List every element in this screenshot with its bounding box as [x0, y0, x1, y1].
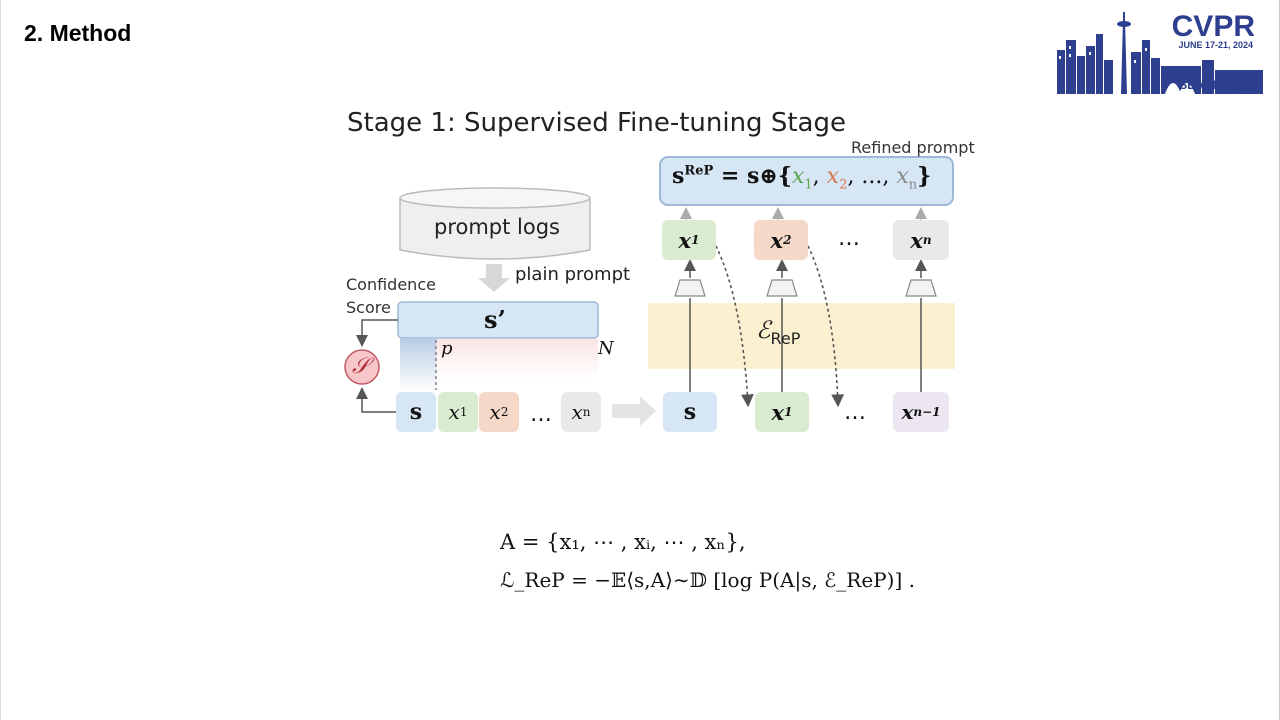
plain-prompt-label: plain prompt [515, 264, 631, 285]
out-x1-sub: 1 [691, 233, 700, 247]
score-label: Score [346, 298, 391, 317]
plain-prompt-arrow [478, 264, 510, 292]
logo-city-text: SEATTLE, WA [1179, 78, 1259, 92]
p-label: p [441, 338, 453, 359]
in-xn1-var: x [901, 400, 914, 424]
logo-date-text: JUNE 17-21, 2024 [1178, 40, 1253, 50]
encoder-block [648, 303, 955, 369]
equation-line-2: ℒ_ReP = −𝔼⟨s,A⟩∼𝔻 [log P(A|s, ℰ_ReP)] . [500, 568, 915, 592]
refined-eq: = s⊕{ [713, 163, 792, 189]
out-x1-var: x [678, 227, 692, 253]
refined-prompt-formula: sReP = s⊕{x1, x2, ..., xn} [672, 163, 932, 193]
prompt-logs-database [399, 187, 591, 260]
refined-x2: x [826, 164, 840, 189]
seq-x2-sub: 2 [500, 405, 509, 419]
slide-title: 2. Method [24, 20, 132, 46]
seq-x2-var: x [489, 400, 501, 424]
slide-left-border [0, 0, 1, 720]
refined-close: } [917, 163, 932, 189]
confidence-label: Confidence [346, 275, 436, 294]
out-xn-sub: n [922, 233, 932, 247]
out-dots: … [838, 226, 860, 251]
n-label: N [598, 338, 614, 359]
seq-xn-var: x [571, 400, 583, 424]
score-symbol: 𝒮 [352, 354, 370, 379]
stage-title: Stage 1: Supervised Fine-tuning Stage [347, 108, 846, 138]
refined-x2-sub: 2 [839, 177, 848, 193]
in-s-token: s [663, 392, 717, 432]
refined-xn: x [896, 164, 909, 189]
seq-dots: … [530, 402, 552, 427]
refined-xn-sub: n [908, 177, 918, 193]
prompt-logs-label: prompt logs [434, 215, 560, 239]
in-x1-sub: 1 [784, 405, 793, 419]
out-x2-sub: 2 [783, 233, 792, 247]
seq-x1-var: x [448, 400, 460, 424]
encoder-label: ℰReP [756, 316, 800, 348]
out-x2-var: x [770, 227, 784, 253]
refined-prompt-label: Refined prompt [851, 138, 975, 157]
sequence-transfer-arrow [612, 396, 656, 426]
seq-xn-sub: n [582, 405, 591, 419]
equation-line-1: A = {x₁, ⋯ , xᵢ, ⋯ , xₙ}, [500, 530, 746, 554]
encoder-sub: ReP [770, 328, 801, 348]
confidence-score-circle [344, 349, 380, 385]
in-dots: … [844, 400, 866, 425]
refined-s: s [672, 163, 685, 189]
encoder-symbol: ℰ [756, 316, 771, 344]
refined-x1: x [791, 164, 805, 189]
seq-s-token: s [396, 392, 436, 432]
refined-dots: , ..., [847, 164, 897, 189]
refined-x1-sub: 1 [804, 177, 813, 193]
s-prime-text: s’ [484, 305, 506, 334]
seattle-skyline-icon [1057, 12, 1263, 94]
logo-cvpr-text: CVPR [1171, 10, 1255, 43]
cvpr-logo: CVPR JUNE 17-21, 2024 SEATTLE, WA [1057, 10, 1263, 94]
out-xn-var: x [910, 227, 923, 253]
seq-x1-sub: 1 [459, 405, 468, 419]
refined-sup: ReP [684, 163, 714, 179]
in-x1-var: x [771, 399, 785, 425]
in-xn1-sub: n−1 [913, 405, 941, 419]
refined-prompt-box [659, 156, 954, 206]
